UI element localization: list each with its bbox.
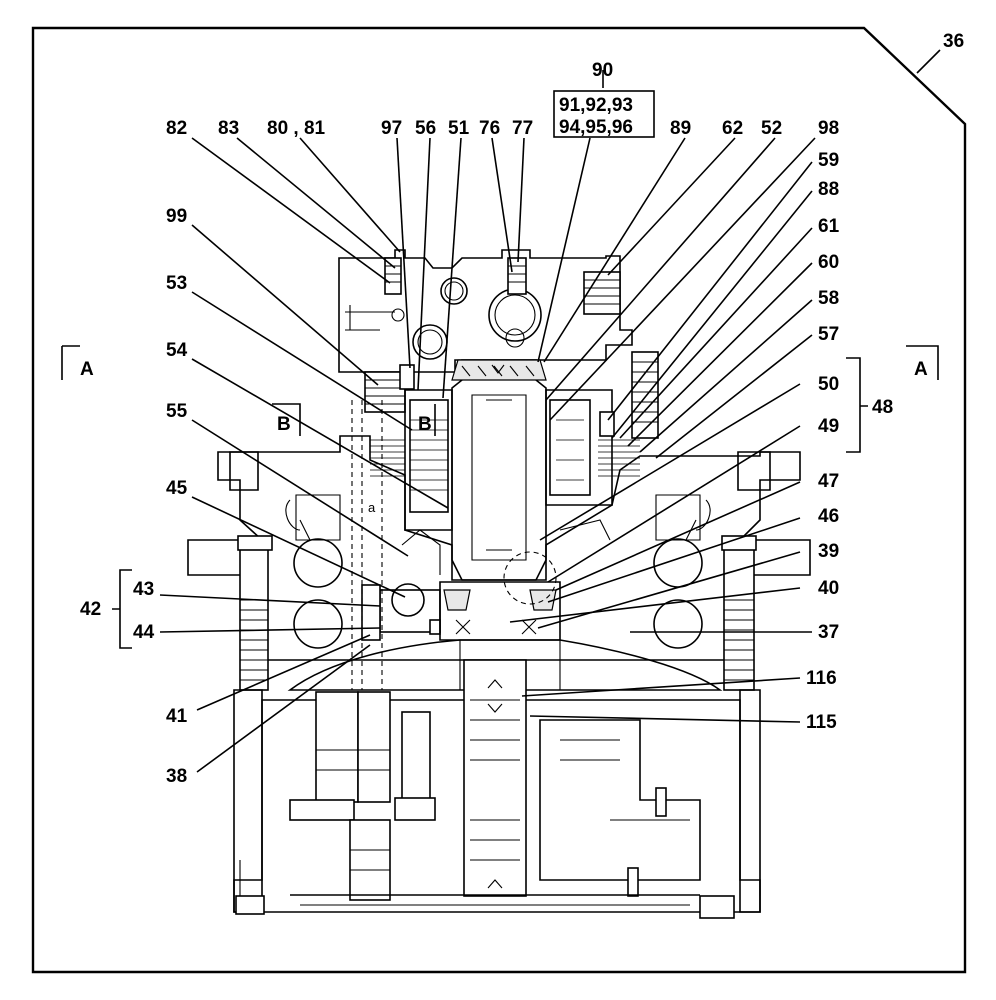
label-89: 89 [670, 118, 691, 139]
label-37: 37 [818, 622, 839, 643]
drawing-frame [31, 26, 967, 974]
group-box-90 [553, 90, 655, 138]
section-a-left-letter: A [80, 359, 94, 380]
sheet-number-leader [916, 49, 941, 74]
label-56: 56 [415, 118, 436, 139]
label-46: 46 [818, 506, 839, 527]
label-62: 62 [722, 118, 743, 139]
label-59: 59 [818, 150, 839, 171]
group-box-line1: 91,92,93 [559, 95, 633, 116]
label-61: 61 [818, 216, 840, 237]
label-42: 42 [80, 599, 101, 620]
section-a-right-letter: A [914, 359, 928, 380]
label-115: 115 [806, 712, 837, 733]
label-49: 49 [818, 416, 839, 437]
label-54: 54 [166, 340, 188, 361]
label-52: 52 [761, 118, 782, 139]
label-50: 50 [818, 374, 839, 395]
label-45: 45 [166, 478, 188, 499]
group-label-90: 90 [592, 60, 613, 81]
label-77: 77 [512, 118, 533, 139]
label-47: 47 [818, 471, 839, 492]
label-41: 41 [166, 706, 188, 727]
section-b-left-letter: B [277, 414, 291, 435]
label-82: 82 [166, 118, 187, 139]
label-43: 43 [133, 579, 154, 600]
section-marker-a-right: A [906, 345, 939, 380]
label-53: 53 [166, 273, 187, 294]
group-box-line2: 94,95,96 [559, 117, 633, 138]
label-83: 83 [218, 118, 239, 139]
motor-assembly-drawing: B B [187, 249, 811, 919]
label-39: 39 [818, 541, 839, 562]
label-48: 48 [872, 397, 893, 418]
label-76: 76 [479, 118, 500, 139]
label-40: 40 [818, 578, 839, 599]
label-97: 97 [381, 118, 402, 139]
pipe-label-a: a [368, 500, 376, 515]
label-80-81: 80 , 81 [267, 118, 326, 139]
label-60: 60 [818, 252, 839, 273]
label-44: 44 [133, 622, 155, 643]
label-55: 55 [166, 401, 188, 422]
section-b-right-letter: B [418, 414, 432, 435]
label-51: 51 [448, 118, 470, 139]
label-58: 58 [818, 288, 839, 309]
label-98: 98 [818, 118, 839, 139]
label-57: 57 [818, 324, 839, 345]
label-99: 99 [166, 206, 187, 227]
label-88: 88 [818, 179, 839, 200]
sheet-number: 36 [943, 31, 964, 52]
label-116: 116 [806, 668, 837, 689]
label-38: 38 [166, 766, 187, 787]
part-labels: 90 91,92,93 94,95,96 82 83 80 , 81 97 56… [80, 60, 893, 787]
leader-lines [112, 70, 868, 773]
section-marker-a-left: A [61, 345, 94, 380]
